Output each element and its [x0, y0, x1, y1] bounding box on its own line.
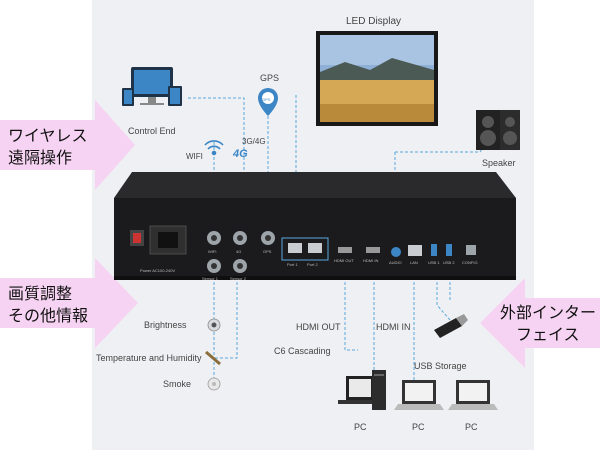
led-display-label: LED Display: [346, 16, 401, 27]
port-config-label: CONFIG: [462, 260, 478, 265]
port-usb1-label: USB 1: [428, 260, 440, 265]
port-gps-label: GPS: [263, 249, 271, 254]
control-end-devices: [122, 67, 182, 106]
port-2-label: Port 2: [307, 262, 318, 267]
pc-label-1: PC: [354, 422, 367, 432]
gps-badge-label: GPS: [262, 97, 270, 102]
smoke-sensor-icon: [208, 378, 220, 390]
brightness-label: Brightness: [144, 320, 187, 330]
usb-storage-label: USB Storage: [414, 361, 467, 371]
led-display: [316, 31, 438, 126]
port-1-label: Port 1: [287, 262, 298, 267]
hdmi-in-label: HDMI IN: [376, 322, 411, 332]
speaker-label: Speaker: [482, 158, 516, 168]
usb-stick-icon: [434, 314, 468, 338]
3g-4g-label: 3G/4G: [242, 137, 266, 146]
port-hdmi-out-label: HDMI OUT: [334, 258, 354, 263]
gps-pin-icon: [258, 88, 278, 116]
temperature-humidity-label: Temperature and Humidity: [96, 353, 202, 363]
port-lan-label: LAN: [410, 260, 418, 265]
pc-label-3: PC: [465, 422, 478, 432]
port-sensor2-label: Sensor 2: [230, 276, 246, 281]
speaker-icon: [476, 110, 520, 150]
port-wifi-label: WIFI: [208, 249, 216, 254]
port-usb2-label: USB 2: [443, 260, 455, 265]
brightness-sensor-icon: [208, 319, 220, 331]
4g-badge-label: 4G: [233, 148, 248, 160]
pc-label-2: PC: [412, 422, 425, 432]
pc-laptop-icon-1: [394, 380, 444, 410]
port-audio-label: AUDIO: [389, 260, 402, 265]
gps-label: GPS: [260, 73, 279, 83]
port-4g-label: 4G: [236, 249, 241, 254]
smoke-label: Smoke: [163, 379, 191, 389]
wifi-label: WIFI: [186, 152, 203, 161]
pc-desktop-icon: [338, 370, 386, 410]
control-end-label: Control End: [128, 126, 176, 136]
hdmi-out-label: HDMI OUT: [296, 322, 341, 332]
c6-cascading-label: C6 Cascading: [274, 346, 331, 356]
port-hdmi-in-label: HDMI IN: [363, 258, 378, 263]
port-power-label: Power AC100-240V: [140, 268, 175, 273]
pc-laptop-icon-2: [448, 380, 498, 410]
port-sensor1-label: Sensor 1: [202, 276, 218, 281]
